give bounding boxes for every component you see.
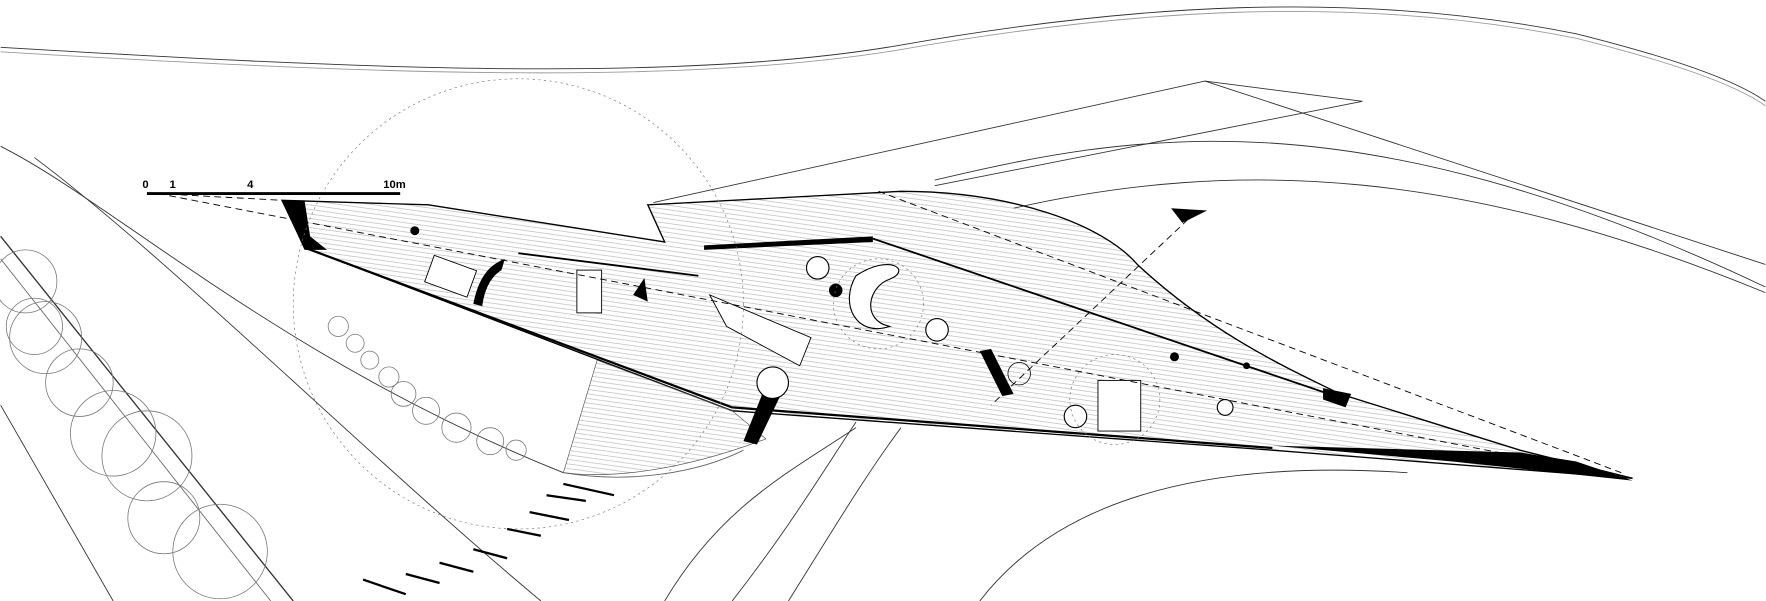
scale-label-10m: 10m bbox=[383, 179, 406, 191]
trees bbox=[0, 249, 527, 600]
scale-label-1: 1 bbox=[169, 179, 175, 191]
scale-label-4: 4 bbox=[247, 179, 254, 191]
construction-lines bbox=[158, 190, 1633, 479]
building-footprint bbox=[280, 190, 1633, 481]
dotted-circles bbox=[292, 78, 1161, 530]
scale-bar: 0 1 4 10m bbox=[142, 179, 406, 195]
terrain-contours bbox=[0, 6, 1766, 601]
scale-label-0: 0 bbox=[142, 179, 148, 191]
parking-stripes bbox=[362, 482, 615, 596]
